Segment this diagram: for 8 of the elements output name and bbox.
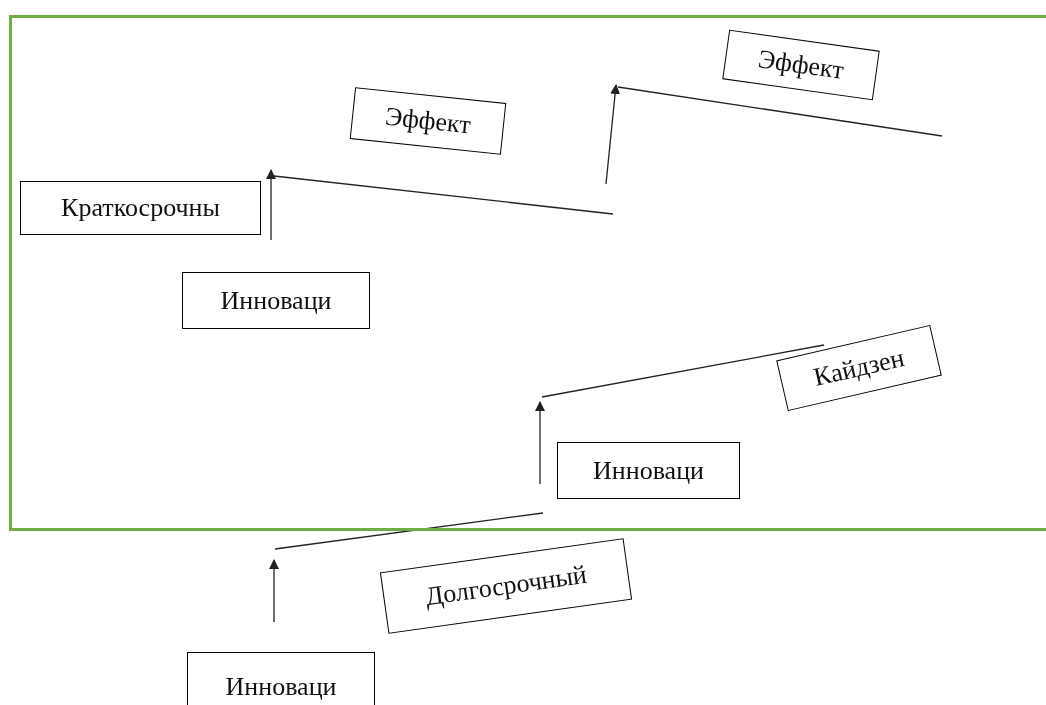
label-box: Эффект <box>722 29 880 101</box>
label-box: Инноваци <box>187 652 375 705</box>
label-box: Инноваци <box>557 442 740 499</box>
label-box: Кайдзен <box>776 324 942 412</box>
label-box: Краткосрочны <box>20 181 261 235</box>
label-box: Эффект <box>349 87 507 155</box>
frame-border <box>9 15 1046 531</box>
label-box: Инноваци <box>182 272 370 329</box>
